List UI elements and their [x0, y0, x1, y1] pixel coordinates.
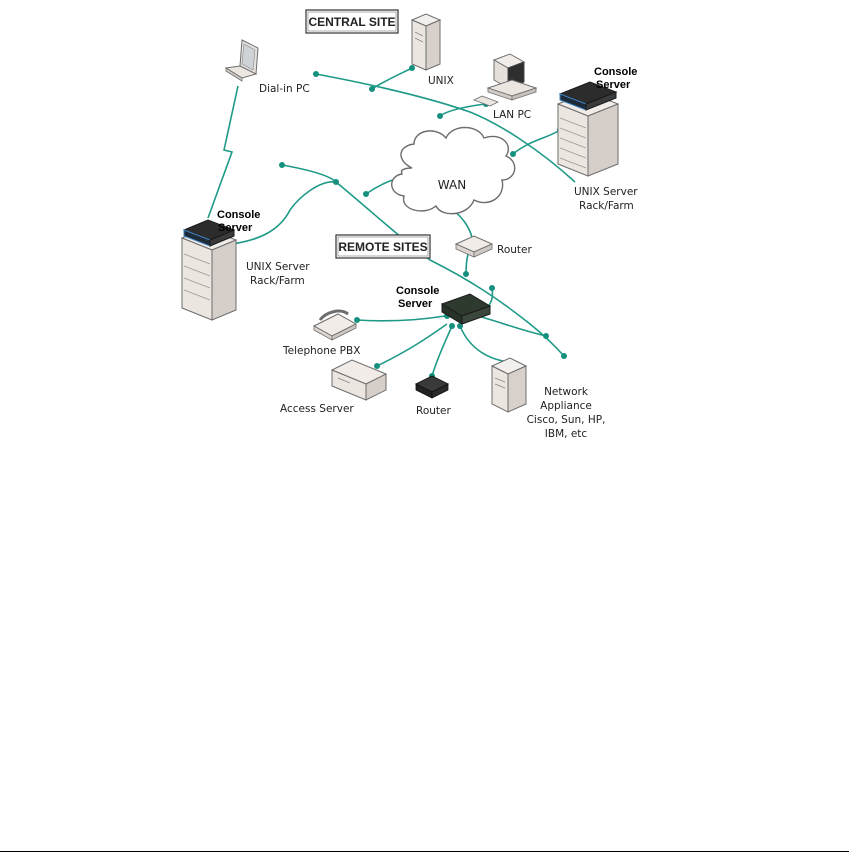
lan-pc-label: LAN PC — [493, 109, 531, 121]
laptop-icon — [226, 40, 258, 81]
unix-server-left-label-1: UNIX Server — [246, 261, 310, 273]
console-server-remote-label-1: Console — [396, 285, 439, 297]
page-bottom-rule — [0, 851, 849, 852]
central-site-box: CENTRAL SITE — [306, 10, 398, 33]
node-dot — [333, 179, 339, 185]
console-server-top-label-2: Server — [596, 79, 631, 91]
wan-cloud: WAN — [392, 128, 515, 214]
central-site-label: CENTRAL SITE — [308, 15, 395, 29]
console-server-left-label-1: Console — [217, 209, 260, 221]
router-remote-label: Router — [416, 405, 451, 417]
network-appliance-icon — [492, 358, 526, 412]
access-server-link — [377, 324, 447, 366]
console-server-left-label-2: Server — [218, 222, 253, 234]
network-appliance-label-2: Appliance — [540, 400, 592, 412]
pbx-link — [357, 316, 445, 321]
unix-tower-icon — [412, 14, 440, 70]
node-dot — [449, 323, 455, 329]
appliance-link — [460, 326, 510, 362]
unix-drop-link — [372, 68, 412, 89]
network-appliance-label-3: Cisco, Sun, HP, — [527, 414, 606, 426]
router-icon — [416, 376, 448, 398]
remote-sites-box: REMOTE SITES — [336, 235, 430, 258]
node-dot — [313, 71, 319, 77]
node-dot — [363, 191, 369, 197]
router-remote-link — [466, 254, 468, 274]
telephone-icon — [314, 311, 356, 340]
network-appliance-label-4: IBM, etc — [545, 428, 588, 440]
unix-server-top-label-2: Rack/Farm — [579, 200, 634, 212]
remote-sites-label: REMOTE SITES — [338, 240, 427, 254]
remote-console-uplink-b — [478, 316, 546, 336]
remote-router-link — [432, 326, 452, 376]
console-server-icon — [442, 294, 490, 324]
network-appliance-label-1: Network — [544, 386, 589, 398]
unix-label: UNIX — [428, 75, 454, 87]
desktop-pc-icon — [474, 54, 536, 106]
node-dot — [543, 333, 549, 339]
node-dot — [437, 113, 443, 119]
node-dot — [489, 285, 495, 291]
node-dot — [463, 271, 469, 277]
telephone-pbx-label: Telephone PBX — [282, 345, 360, 357]
node-dot — [374, 363, 380, 369]
dialin-pc-label: Dial-in PC — [259, 83, 310, 95]
node-dot — [354, 317, 360, 323]
node-dot — [561, 353, 567, 359]
console-server-top-label-1: Console — [594, 66, 637, 78]
router-icon — [456, 236, 492, 257]
unix-server-left-label-2: Rack/Farm — [250, 275, 305, 287]
wan-label: WAN — [438, 178, 466, 192]
console-server-remote-label-2: Server — [398, 298, 433, 310]
unix-server-top-label-1: UNIX Server — [574, 186, 638, 198]
router-wan-label: Router — [497, 244, 532, 256]
node-dot — [409, 65, 415, 71]
node-dot — [369, 86, 375, 92]
dialin-link — [208, 86, 238, 218]
node-dot — [510, 151, 516, 157]
access-server-label: Access Server — [280, 403, 354, 415]
cloud-shape — [392, 128, 515, 214]
node-dot — [279, 162, 285, 168]
